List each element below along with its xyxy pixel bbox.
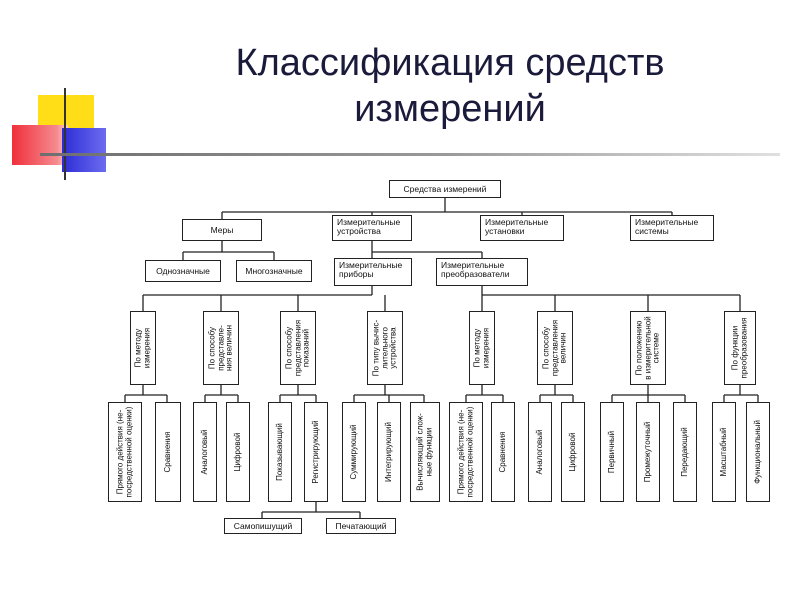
node-measuring-installations: Измерительные установки (480, 215, 564, 241)
converter-leaf-scaling: Масштабный (712, 402, 736, 502)
converter-leaf-comparison-label: Сравнения (497, 431, 507, 473)
converter-leaf-transmitting: Передающий (673, 402, 697, 502)
instrument-leaf-recording-label: Регистрирующий (310, 420, 320, 484)
converters-criterion-value-representation: По способу представления величин (537, 311, 573, 385)
instrument-leaf-comparison: Сравнения (155, 402, 181, 502)
node-self-recording-label: Самопишущий (233, 520, 293, 531)
node-measuring-systems-label: Измерительные системы (635, 217, 699, 236)
instrument-leaf-comparison-label: Сравнения (162, 431, 172, 473)
node-single-valued-label: Однозначные (156, 265, 210, 276)
instruments-criterion-value-representation-label: По способу представле- ния величин (207, 325, 234, 371)
instrument-leaf-complex-functions-label: Вычисляющий слож- ные функции (415, 413, 434, 491)
instrument-leaf-indicating-label: Показывающий (274, 423, 284, 481)
node-measures-label: Меры (210, 224, 234, 235)
node-instruments: Измерительные приборы (334, 258, 412, 286)
instruments-criterion-reading-representation: По способу представления показаний (280, 311, 316, 385)
instrument-leaf-direct-action: Прямого действия (не- посредственной оце… (108, 402, 142, 502)
node-measuring-installations-label: Измерительные установки (485, 217, 549, 236)
instrument-leaf-analog-label: Аналоговый (199, 429, 209, 475)
converter-leaf-digital: Цифровой (561, 402, 585, 502)
node-printing: Печатающий (326, 518, 396, 534)
instruments-criterion-value-representation: По способу представле- ния величин (203, 311, 239, 385)
converter-leaf-analog: Аналоговый (528, 402, 552, 502)
converters-criterion-method: По методу измерения (469, 311, 495, 385)
instruments-criterion-computing-type: По типу вычис- лительного устройства (367, 311, 403, 385)
instrument-leaf-direct-action-label: Прямого действия (не- посредственной оце… (115, 406, 134, 498)
title-underline (40, 153, 780, 156)
converters-criterion-system-position-label: По положению в измерительной системе (634, 316, 661, 380)
instruments-criterion-computing-type-label: По типу вычис- лительного устройства (371, 319, 398, 377)
node-instruments-label: Измерительные приборы (339, 260, 403, 279)
converter-leaf-direct-action: Прямого действия (не- посредственной оце… (449, 402, 483, 502)
converter-leaf-analog-label: Аналоговый (534, 429, 544, 475)
node-converters: Измерительные преобразователи (436, 258, 528, 286)
converter-leaf-primary-label: Первичный (606, 430, 616, 474)
node-measures: Меры (182, 219, 262, 241)
instrument-leaf-integrating: Интегрирующий (377, 402, 401, 502)
node-measuring-devices-label: Измерительные устройства (337, 217, 401, 236)
node-self-recording: Самопишущий (224, 518, 302, 534)
instrument-leaf-complex-functions: Вычисляющий слож- ные функции (410, 402, 440, 502)
converter-leaf-functional: Функциональный (746, 402, 770, 502)
converters-criterion-method-label: По методу измерения (472, 327, 491, 369)
converter-leaf-functional-label: Функциональный (752, 420, 762, 484)
instrument-leaf-indicating: Показывающий (268, 402, 292, 502)
converter-leaf-transmitting-label: Передающий (679, 427, 689, 477)
node-multi-valued-label: Многозначные (245, 265, 303, 276)
converter-leaf-comparison: Сравнения (491, 402, 515, 502)
deco-vertical-line (64, 88, 66, 180)
converter-leaf-intermediate-label: Промежуточный (642, 421, 652, 483)
instrument-leaf-summing: Суммирующий (342, 402, 366, 502)
instruments-criterion-method: По методу измерения (130, 311, 156, 385)
converters-criterion-conversion-function-label: По функции преобразования (730, 317, 749, 379)
converter-leaf-direct-action-label: Прямого действия (не- посредственной оце… (456, 406, 475, 498)
instrument-leaf-digital-label: Цифровой (232, 432, 242, 472)
instruments-criterion-reading-representation-label: По способу представления показаний (284, 319, 311, 377)
deco-red-square (12, 125, 68, 165)
instrument-leaf-integrating-label: Интегрирующий (383, 422, 393, 482)
page-title: Классификация средств измерений (235, 42, 665, 130)
instrument-leaf-digital: Цифровой (226, 402, 250, 502)
node-measuring-devices: Измерительные устройства (332, 215, 412, 241)
node-measuring-systems: Измерительные системы (630, 215, 714, 241)
deco-blue-square (62, 128, 106, 172)
instrument-leaf-summing-label: Суммирующий (348, 424, 358, 480)
converters-criterion-value-representation-label: По способу представления величин (541, 319, 568, 377)
node-single-valued: Однозначные (145, 260, 221, 282)
converters-criterion-system-position: По положению в измерительной системе (630, 311, 666, 385)
instrument-leaf-recording: Регистрирующий (304, 402, 328, 502)
node-root: Средства измерений (389, 180, 501, 198)
converter-leaf-intermediate: Промежуточный (636, 402, 660, 502)
converter-leaf-scaling-label: Масштабный (718, 427, 728, 477)
node-converters-label: Измерительные преобразователи (441, 260, 510, 279)
instrument-leaf-analog: Аналоговый (193, 402, 217, 502)
instruments-criterion-method-label: По методу измерения (133, 327, 152, 369)
node-multi-valued: Многозначные (236, 260, 312, 282)
converter-leaf-primary: Первичный (600, 402, 624, 502)
converters-criterion-conversion-function: По функции преобразования (724, 311, 756, 385)
converter-leaf-digital-label: Цифровой (567, 432, 577, 472)
node-printing-label: Печатающий (335, 520, 387, 531)
node-root-label: Средства измерений (403, 183, 487, 194)
